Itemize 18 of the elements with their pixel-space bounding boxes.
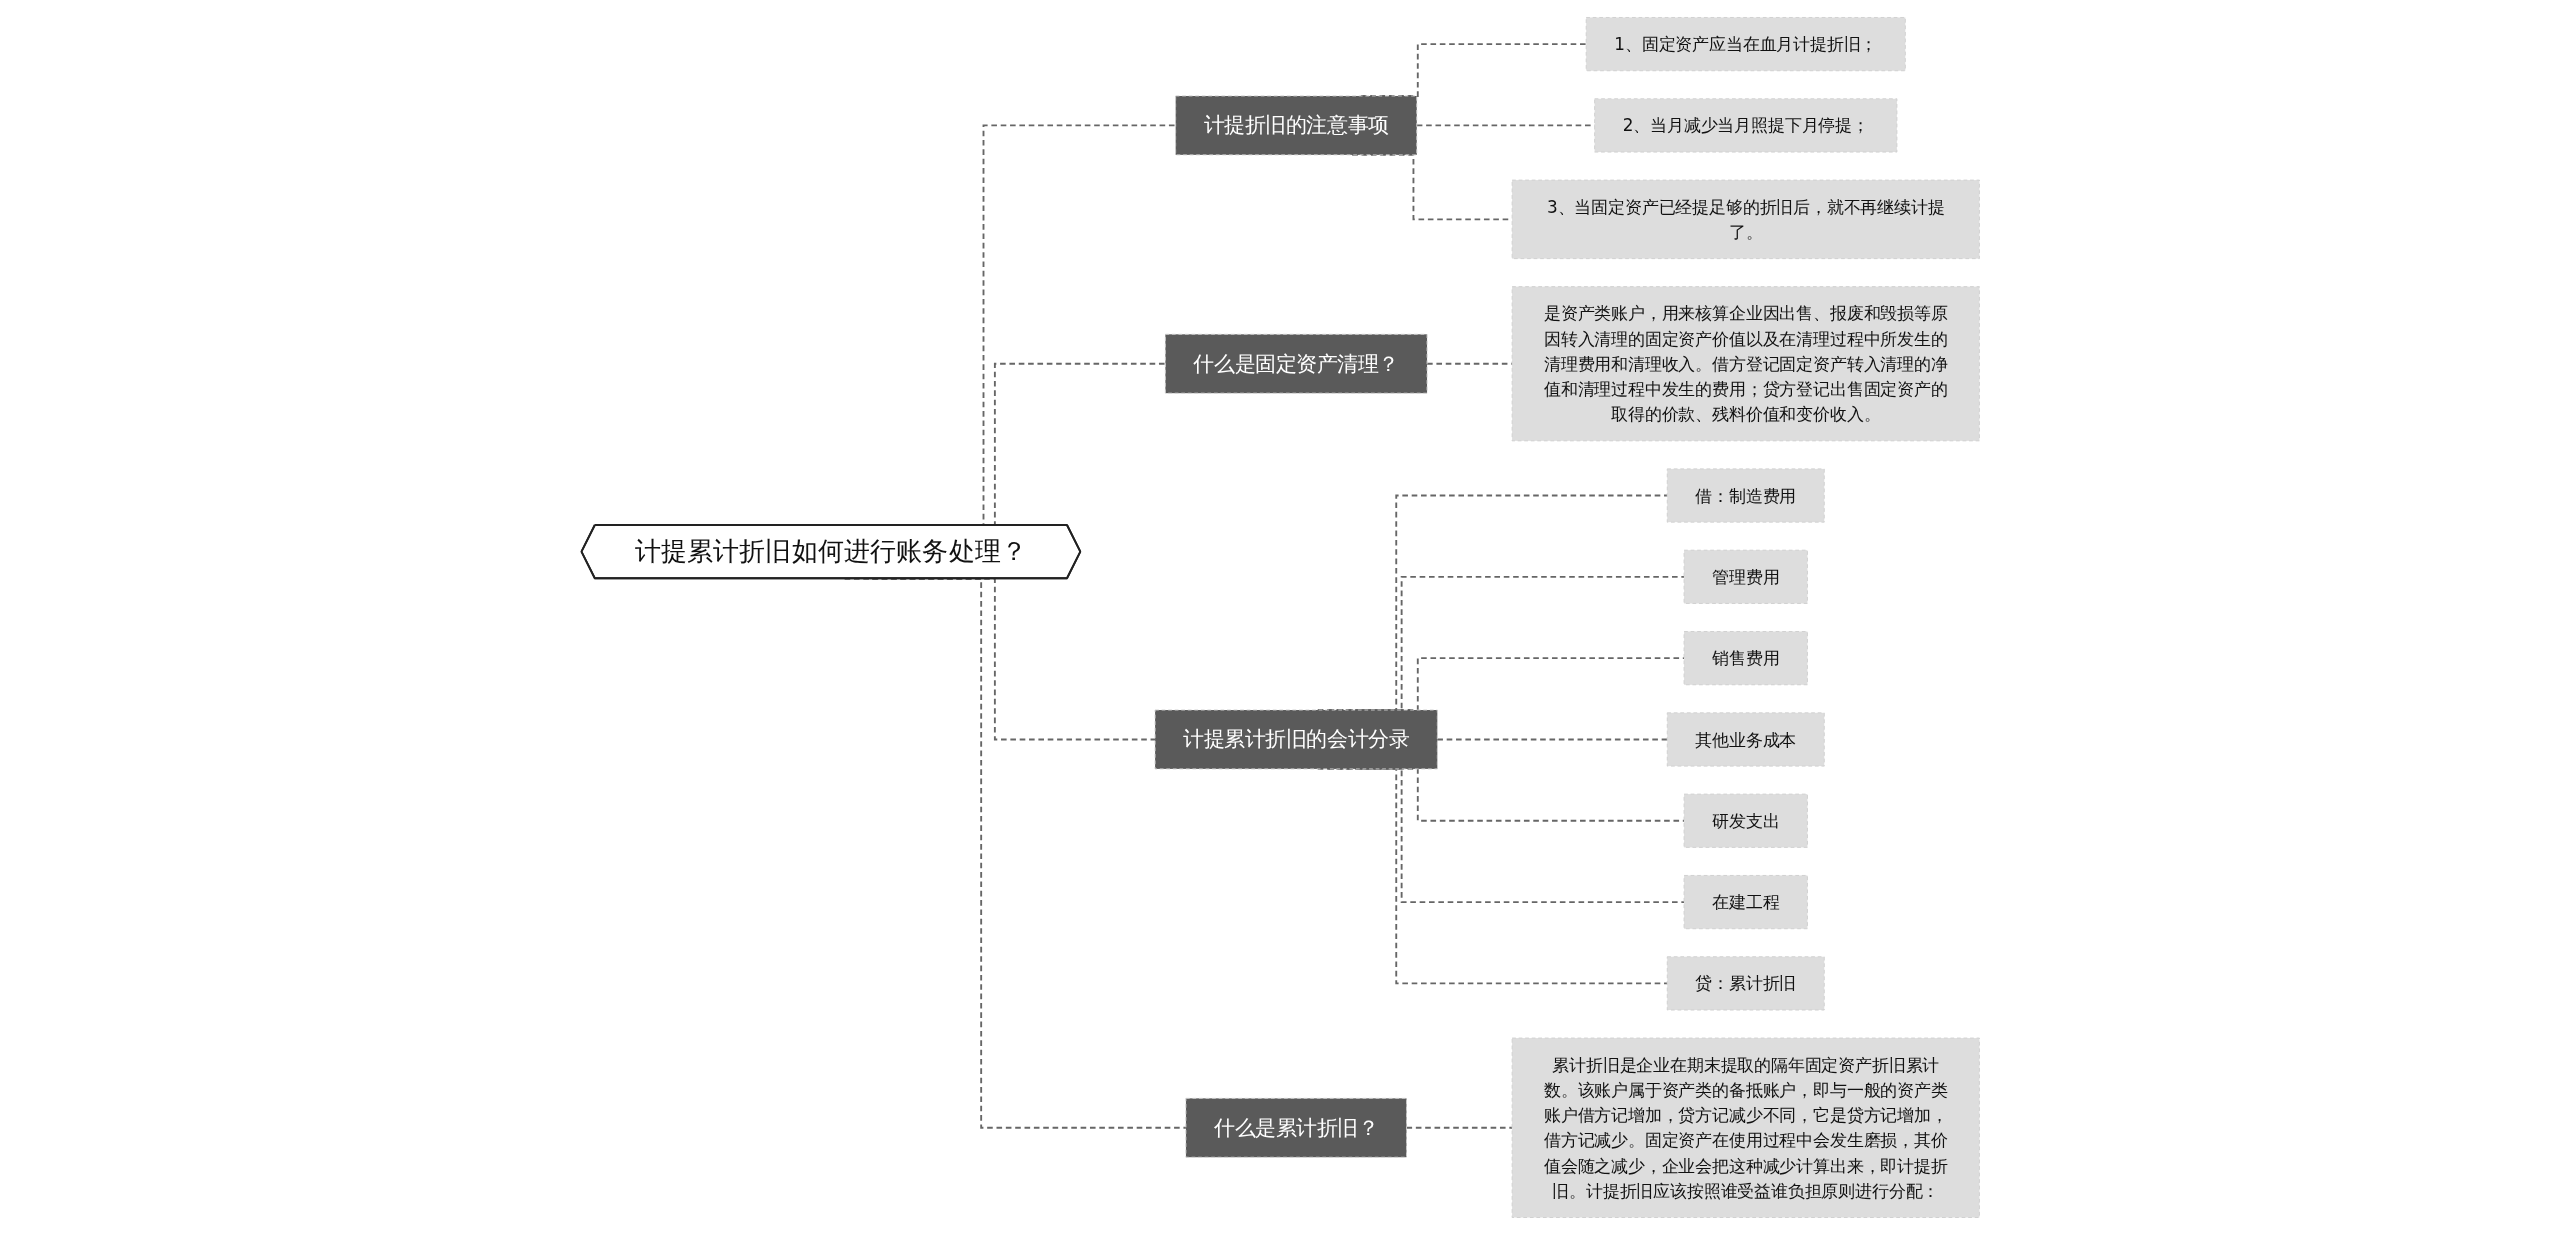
node-box xyxy=(1511,1037,1980,1218)
node-box xyxy=(1585,17,1906,72)
node-box xyxy=(1511,286,1980,442)
node-box xyxy=(1666,468,1825,523)
node-box xyxy=(1511,179,1980,260)
node-box xyxy=(1666,712,1825,767)
node-box xyxy=(1683,549,1808,604)
node-box xyxy=(1154,709,1438,770)
node-box xyxy=(1683,793,1808,848)
node-box xyxy=(1185,1097,1407,1158)
connector xyxy=(1405,1126,1513,1129)
connector xyxy=(1435,738,1668,741)
node-box xyxy=(1683,631,1808,686)
node-box xyxy=(1174,95,1417,156)
node-box xyxy=(1164,333,1428,394)
node-box xyxy=(1593,98,1897,153)
node-box xyxy=(1683,874,1808,930)
node-box xyxy=(1666,956,1825,1011)
